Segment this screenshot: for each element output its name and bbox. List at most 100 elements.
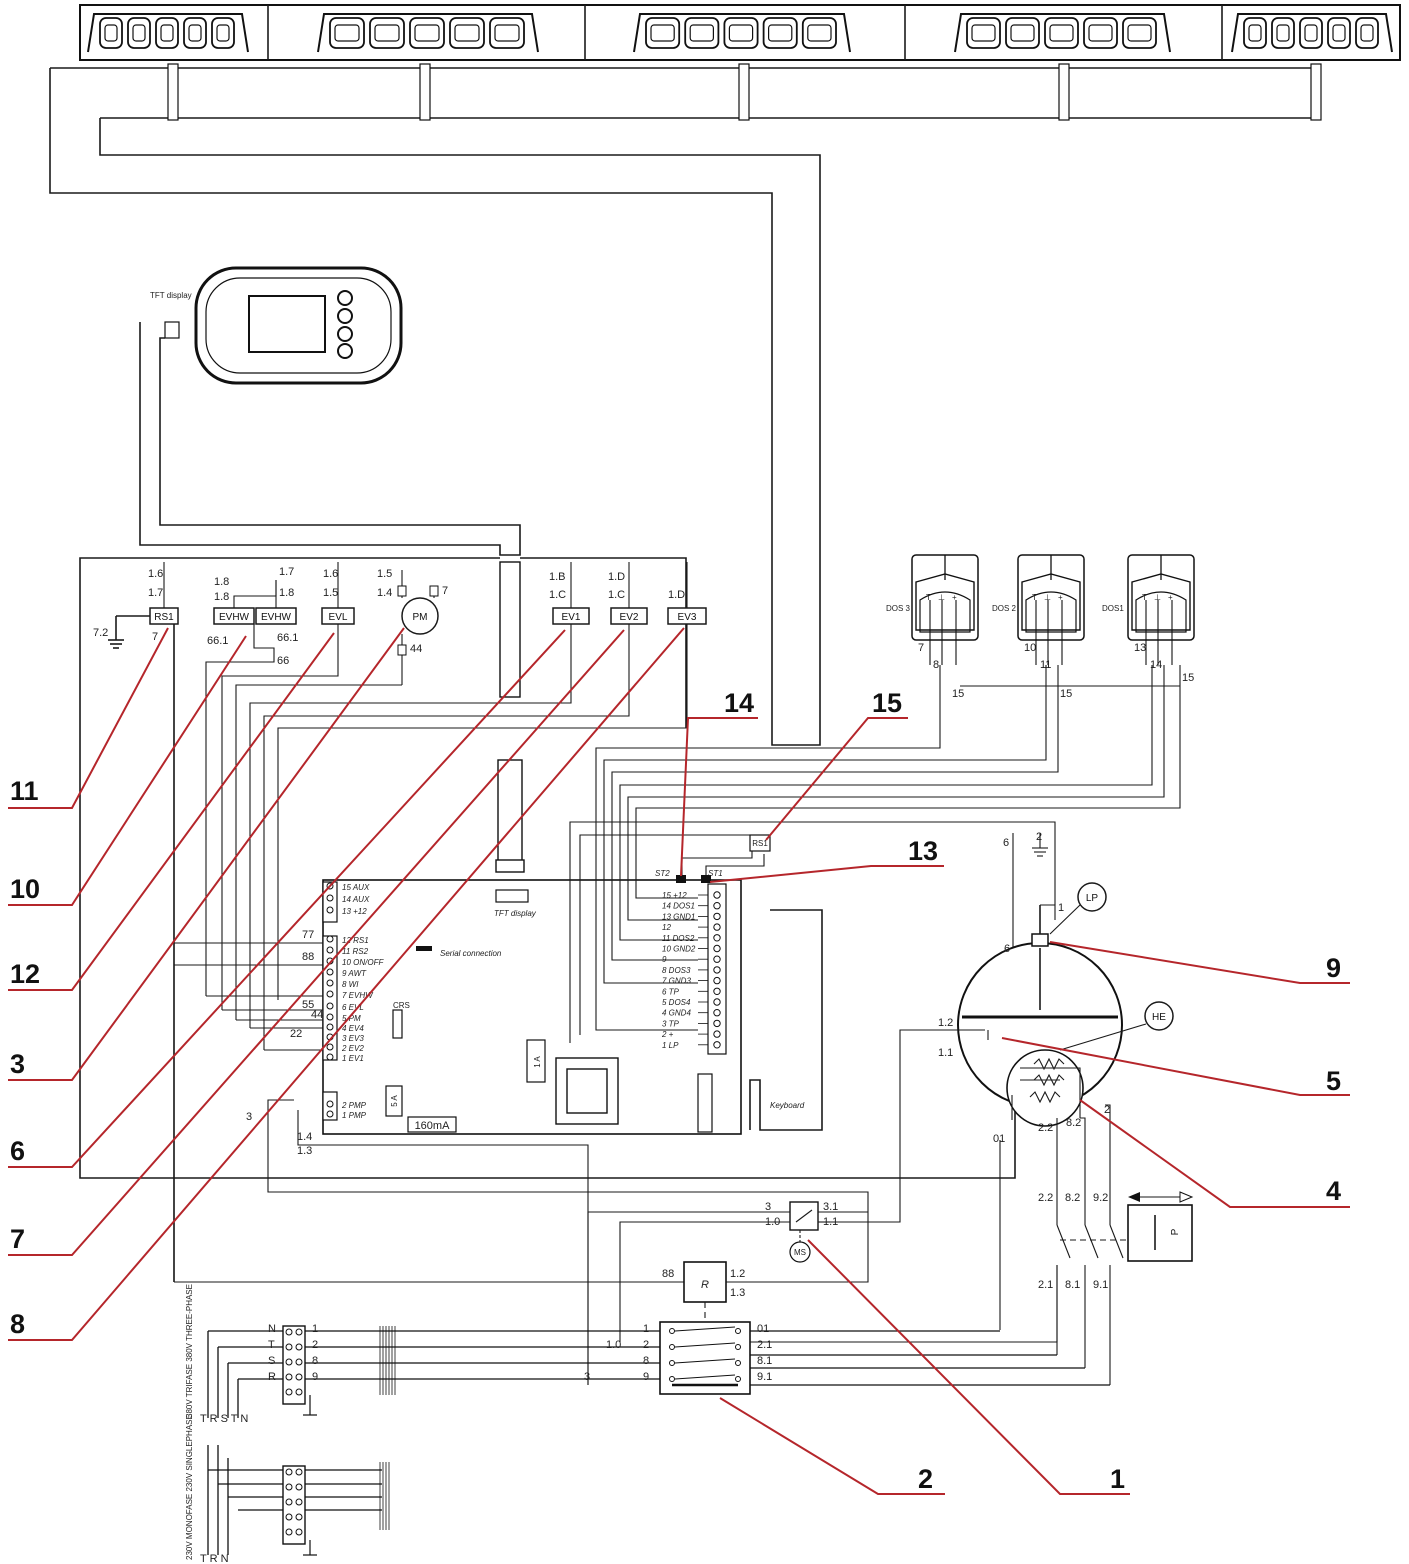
board-left-wiring bbox=[174, 942, 869, 1385]
wire-number: 11 bbox=[1040, 659, 1051, 671]
right-terminal: 2 + bbox=[661, 1030, 674, 1039]
left-terminal: 8 WI bbox=[342, 980, 359, 989]
wire-number: 9.1 bbox=[757, 1371, 772, 1383]
wire-number: 2 bbox=[1104, 1104, 1110, 1116]
wire-number: 9.1 bbox=[1093, 1279, 1108, 1291]
dos1-label: DOS1 bbox=[1102, 604, 1124, 613]
relay-label: R bbox=[701, 1279, 709, 1291]
svg-text:T: T bbox=[1032, 593, 1037, 602]
wire-number: 1.5 bbox=[377, 568, 392, 580]
pressure-switch: P bbox=[1056, 1104, 1194, 1385]
wire-number: 3 bbox=[246, 1111, 252, 1123]
callout-leaders bbox=[8, 627, 1350, 1495]
wire-number: 22 bbox=[290, 1028, 302, 1040]
callout-7: 7 bbox=[10, 1224, 25, 1254]
right-terminal: 7 GND3 bbox=[662, 977, 691, 986]
left-terminal: 2 EV2 bbox=[341, 1044, 364, 1053]
wire-number: 1.C bbox=[549, 589, 566, 601]
wire-number: 88 bbox=[662, 1268, 674, 1280]
dos2-label: DOS 2 bbox=[992, 604, 1017, 613]
wire-number: 1.D bbox=[608, 571, 625, 583]
wire-number: 1 bbox=[1058, 902, 1064, 914]
right-terminal: 11 DOS2 bbox=[662, 934, 695, 943]
right-terminal: 4 GND4 bbox=[662, 1009, 691, 1018]
wire-number: 6 bbox=[1003, 837, 1009, 849]
left-terminal: 4 EV4 bbox=[342, 1024, 364, 1033]
wire-number: 1.0 bbox=[606, 1339, 621, 1351]
wire-number: 8 bbox=[643, 1355, 649, 1367]
keypad-strip bbox=[79, 4, 1401, 61]
serial-connection-label: Serial connection bbox=[440, 949, 502, 958]
wire-number: 1 bbox=[312, 1323, 318, 1335]
wire-number: 8.2 bbox=[1066, 1117, 1081, 1129]
left-terminal: 3 EV3 bbox=[342, 1034, 364, 1043]
callout-8: 8 bbox=[10, 1309, 25, 1339]
left-terminal: 14 AUX bbox=[342, 895, 370, 904]
callout-5: 5 bbox=[1326, 1066, 1341, 1096]
wire-number: 1.7 bbox=[279, 566, 294, 578]
right-terminal: 1 LP bbox=[662, 1041, 679, 1050]
wire-number: 1.B bbox=[549, 571, 566, 583]
callout-14: 14 bbox=[724, 688, 754, 718]
wire-number: 2.2 bbox=[1038, 1192, 1053, 1204]
wire-number: S bbox=[268, 1355, 275, 1367]
wire-number: N bbox=[268, 1323, 276, 1335]
right-terminal: 10 GND2 bbox=[662, 945, 696, 954]
wire-number: 10 bbox=[1024, 642, 1036, 654]
wire-number: 44 bbox=[410, 643, 422, 655]
st2-label: ST2 bbox=[655, 869, 670, 878]
wire-number: 3 bbox=[765, 1201, 771, 1213]
wire-number: 7.2 bbox=[93, 627, 108, 639]
wire-number: 1.6 bbox=[323, 568, 338, 580]
callout-13: 13 bbox=[908, 836, 938, 866]
power-input: 380V TRIFASE 380V THREE-PHASE 230V MONOF… bbox=[185, 1284, 1110, 1560]
ev1-label: EV1 bbox=[562, 612, 581, 623]
wire-number: 2.1 bbox=[1038, 1279, 1053, 1291]
svg-text:⊥: ⊥ bbox=[938, 593, 945, 602]
right-terminal: 13 GND1 bbox=[662, 912, 695, 921]
callout-10: 10 bbox=[10, 874, 40, 904]
left-terminal: 1 EV1 bbox=[342, 1054, 364, 1063]
left-terminal: 15 AUX bbox=[342, 883, 370, 892]
right-terminal: 5 DOS4 bbox=[662, 998, 691, 1007]
tft-display-unit: TFT display bbox=[139, 266, 521, 556]
callout-1: 1 bbox=[1110, 1464, 1125, 1494]
wire-number: 8 bbox=[312, 1355, 318, 1367]
wire-number: 2.1 bbox=[757, 1339, 772, 1351]
wire-number: 15 bbox=[1182, 672, 1194, 684]
wire-number: 9.2 bbox=[1093, 1192, 1108, 1204]
wire-number: 15 bbox=[1060, 688, 1072, 700]
wire-number: T R N bbox=[200, 1553, 229, 1564]
left-terminal: 9 AWT bbox=[342, 969, 367, 978]
wire-number: 3.1 bbox=[823, 1201, 838, 1213]
tft-display-label: TFT display bbox=[150, 291, 192, 300]
contactor bbox=[659, 1140, 1058, 1395]
main-switch: MS bbox=[587, 1201, 868, 1385]
right-terminal: 15 +12 bbox=[662, 891, 687, 900]
boiler: LP HE bbox=[830, 882, 1174, 1223]
wire-number: 15 bbox=[952, 688, 964, 700]
svg-text:+: + bbox=[952, 593, 957, 602]
evhw-a-label: EVHW bbox=[219, 612, 250, 623]
wire-number: 01 bbox=[757, 1323, 769, 1335]
power-triphase-label: 380V TRIFASE 380V THREE-PHASE bbox=[185, 1284, 194, 1418]
he-label: HE bbox=[1152, 1012, 1166, 1023]
wire-number: 1.2 bbox=[730, 1268, 745, 1280]
svg-text:+: + bbox=[1168, 593, 1173, 602]
board-tft-label: TFT display bbox=[494, 909, 537, 918]
wire-number: 77 bbox=[302, 929, 314, 941]
callout-4: 4 bbox=[1326, 1176, 1341, 1206]
wire-number: 13 bbox=[1134, 642, 1146, 654]
svg-text:⊥: ⊥ bbox=[1044, 593, 1051, 602]
wire-number: 1.6 bbox=[148, 568, 163, 580]
svg-text:+: + bbox=[1058, 593, 1063, 602]
wire-number: 2 bbox=[643, 1339, 649, 1351]
top-components: RS1 EVHW EVHW EVL PM EV1 EV2 EV3 bbox=[108, 561, 707, 1282]
left-terminal: 7 EVHW bbox=[342, 991, 374, 1000]
wire-number: 1.D bbox=[668, 589, 685, 601]
wire-number: 8.1 bbox=[757, 1355, 772, 1367]
wire-number: 6 bbox=[1004, 943, 1010, 955]
wire-number: 1.4 bbox=[297, 1131, 312, 1143]
callout-12: 12 bbox=[10, 959, 40, 989]
